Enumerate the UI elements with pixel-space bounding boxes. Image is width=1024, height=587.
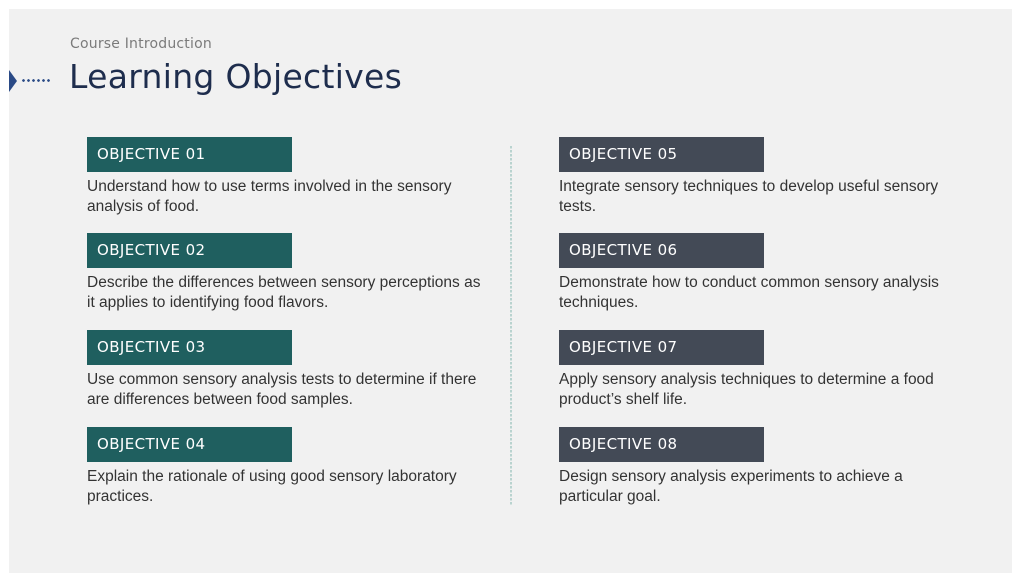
objective-text: Demonstrate how to conduct common sensor… bbox=[559, 274, 939, 311]
objective-text: Integrate sensory techniques to develop … bbox=[559, 178, 939, 215]
objective-label: OBJECTIVE 07 bbox=[559, 330, 764, 365]
arrow-head-icon bbox=[9, 70, 17, 92]
objective-label: OBJECTIVE 04 bbox=[87, 427, 292, 462]
objective-04: OBJECTIVE 04 Explain the rationale of us… bbox=[87, 427, 487, 507]
objective-label: OBJECTIVE 05 bbox=[559, 137, 764, 172]
objective-text: Use common sensory analysis tests to det… bbox=[87, 371, 477, 408]
objective-label: OBJECTIVE 03 bbox=[87, 330, 292, 365]
objective-01: OBJECTIVE 01 Understand how to use terms… bbox=[87, 137, 487, 217]
column-divider bbox=[510, 146, 512, 506]
arrow-dotted-line-icon bbox=[9, 70, 54, 92]
objective-label: OBJECTIVE 08 bbox=[559, 427, 764, 462]
objective-label: OBJECTIVE 06 bbox=[559, 233, 764, 268]
objective-05: OBJECTIVE 05 Integrate sensory technique… bbox=[559, 137, 959, 217]
objective-text: Explain the rationale of using good sens… bbox=[87, 468, 457, 505]
objective-02: OBJECTIVE 02 Describe the differences be… bbox=[87, 233, 487, 313]
objective-text: Describe the differences between sensory… bbox=[87, 274, 481, 311]
slide: Course Introduction Learning Objectives … bbox=[9, 9, 1012, 573]
objective-text: Apply sensory analysis techniques to det… bbox=[559, 371, 934, 408]
objective-08: OBJECTIVE 08 Design sensory analysis exp… bbox=[559, 427, 959, 507]
objective-label: OBJECTIVE 01 bbox=[87, 137, 292, 172]
objective-label: OBJECTIVE 02 bbox=[87, 233, 292, 268]
page-title: Learning Objectives bbox=[69, 57, 403, 96]
objective-text: Design sensory analysis experiments to a… bbox=[559, 468, 903, 505]
section-kicker: Course Introduction bbox=[70, 36, 212, 52]
objective-07: OBJECTIVE 07 Apply sensory analysis tech… bbox=[559, 330, 959, 410]
objective-text: Understand how to use terms involved in … bbox=[87, 178, 452, 215]
objective-03: OBJECTIVE 03 Use common sensory analysis… bbox=[87, 330, 487, 410]
objective-06: OBJECTIVE 06 Demonstrate how to conduct … bbox=[559, 233, 959, 313]
dotted-line-icon bbox=[21, 79, 51, 82]
